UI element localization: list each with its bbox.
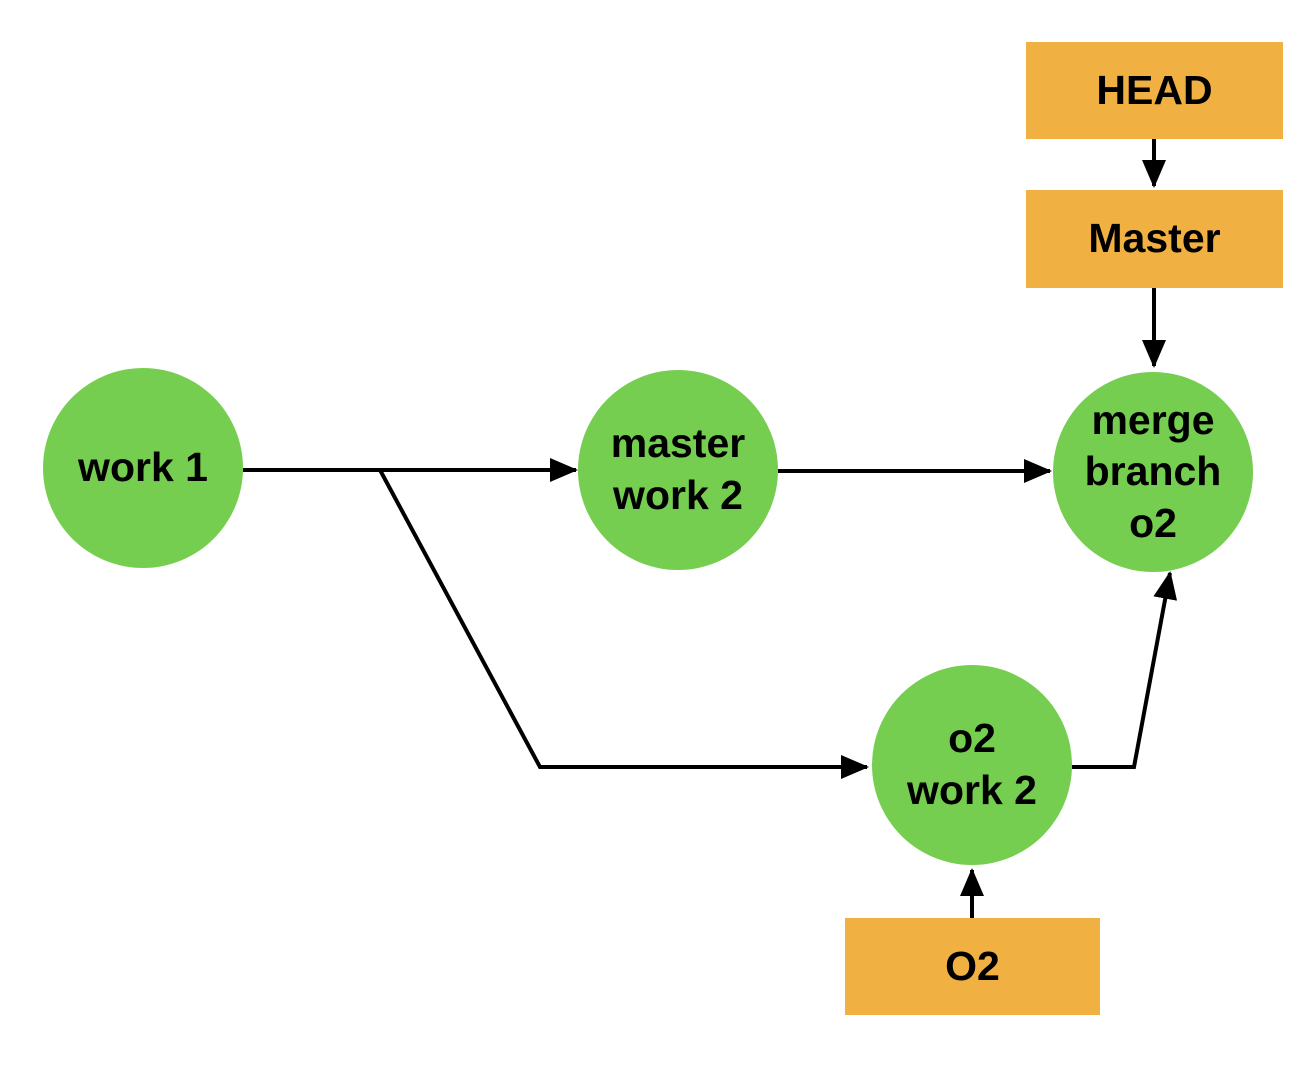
arrow-o2-work2-to-merge-node [1072, 571, 1178, 769]
arrow-work1-branch-to-o2-work2 [378, 469, 869, 779]
ref-box-o2-label: O2 [945, 942, 1000, 989]
commit-node-merge-branch-o2: merge branch o2 [1053, 372, 1253, 572]
ref-box-master: Master [1026, 190, 1283, 288]
ref-box-o2: O2 [845, 918, 1100, 1015]
commit-node-o2-work2-label: o2 work 2 [907, 715, 1037, 813]
ref-box-head-label: HEAD [1096, 66, 1213, 113]
commit-node-master-work2: master work 2 [578, 370, 778, 570]
ref-box-master-label: Master [1088, 215, 1221, 262]
commit-node-master-work2-label: master work 2 [610, 420, 746, 518]
commit-node-o2-work2: o2 work 2 [872, 665, 1072, 865]
commit-node-merge-branch-o2-label: merge branch o2 [1084, 396, 1222, 546]
ref-box-head: HEAD [1026, 42, 1283, 139]
commit-node-work1: work 1 [43, 368, 243, 568]
commit-node-work1-label: work 1 [78, 444, 208, 491]
